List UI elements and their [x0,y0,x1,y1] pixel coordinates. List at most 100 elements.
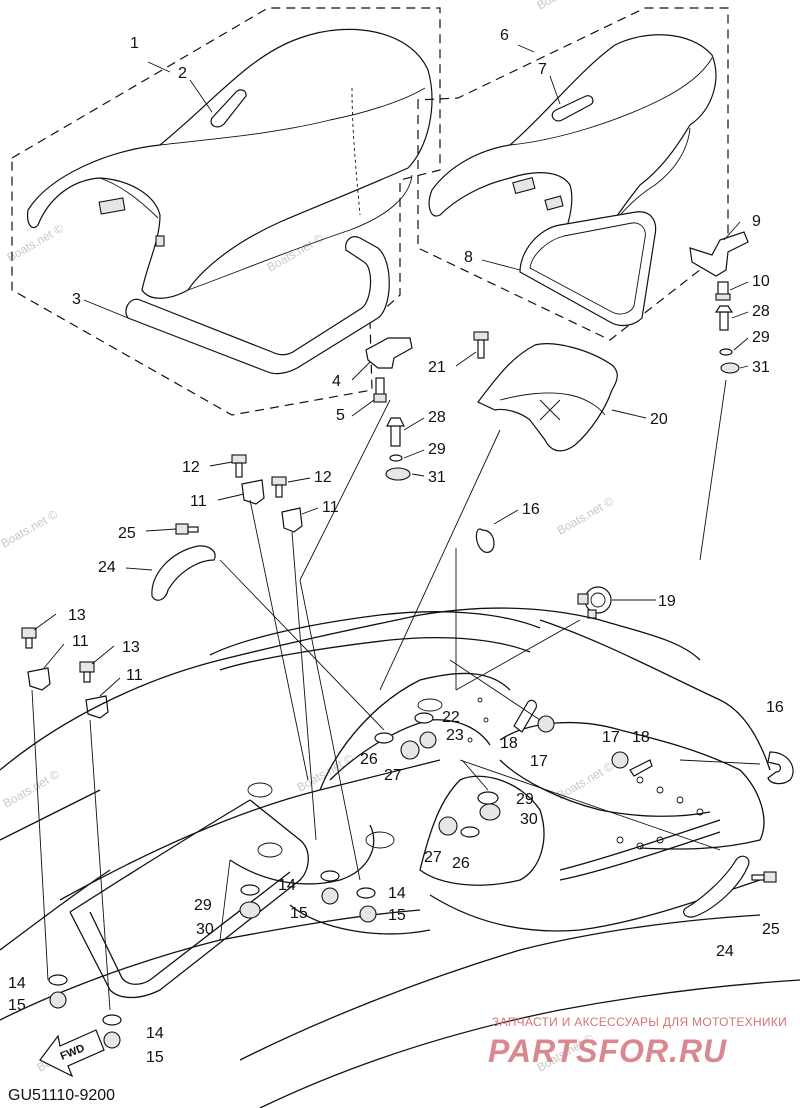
callout-21: 21 [428,359,446,376]
leader-lines [31,44,761,1011]
washer [102,1014,122,1026]
brand-tagline: ЗАПЧАСТИ И АКСЕССУАРЫ ДЛЯ МОТОТЕХНИКИ [492,1015,787,1029]
callout-18: 18 [500,735,518,752]
nut [359,905,377,923]
callout-11: 11 [190,493,207,510]
callout-14: 14 [388,885,406,902]
callout-16: 16 [766,699,784,716]
bracket-right [689,231,749,277]
callout-3: 3 [72,291,81,308]
callout-13: 13 [122,639,140,656]
callout-29: 29 [428,441,446,458]
callout-28: 28 [752,303,770,320]
callout-25: 25 [118,525,136,542]
washer [240,884,260,896]
nut [611,751,629,769]
callout-26: 26 [360,751,378,768]
callout-26: 26 [452,855,470,872]
damper [479,803,501,821]
damper [239,901,261,919]
nut [400,740,420,760]
washer [356,887,376,899]
bolt [175,523,199,535]
bolt [79,661,95,683]
callout-1: 1 [130,35,139,52]
callout-29: 29 [752,329,770,346]
clamp [241,479,265,505]
rear-seat-group [417,7,729,341]
front-seat [27,28,433,299]
drain-plug [577,586,612,619]
callout-11: 11 [322,499,339,516]
callout-29: 29 [516,791,534,808]
damper [720,362,740,374]
stud [386,417,405,447]
callout-31: 31 [752,359,770,376]
callout-31: 31 [428,469,446,486]
callout-30: 30 [196,921,214,938]
callout-27: 27 [424,849,442,866]
callout-30: 30 [520,811,538,828]
guard-plate [151,545,216,601]
callout-18: 18 [632,729,650,746]
callout-28: 28 [428,409,446,426]
callout-8: 8 [464,249,473,266]
callout-12: 12 [182,459,200,476]
watermark: Boats.net © [0,507,60,551]
callout-11: 11 [126,667,143,684]
callout-9: 9 [752,213,761,230]
washer [389,454,403,462]
rear-grab-handle [551,95,594,122]
rear-seat [428,34,717,271]
washer [414,712,434,724]
rear-seat-dashed-box [417,7,729,341]
nut [438,816,458,836]
bolt [473,331,489,359]
bolt [715,281,731,301]
fwd-arrow: FWD [39,1029,105,1078]
bolt [21,627,37,649]
rear-handle-bracket [477,343,618,452]
callout-4: 4 [332,373,341,390]
stay [513,699,537,733]
callout-17: 17 [530,753,548,770]
callout-10: 10 [752,273,770,290]
callout-20: 20 [650,411,668,428]
front-seat-group [11,7,441,416]
callout-2: 2 [178,65,187,82]
washer [320,870,340,882]
stud [714,305,734,331]
front-seat-dashed-box [11,7,441,416]
watermark: Boats.net © [555,494,617,538]
brand-logo-text: PARTSFOR.RU [488,1033,727,1069]
washer [374,732,394,744]
nut [537,715,555,733]
callout-15: 15 [146,1049,164,1066]
nut [419,731,437,749]
washer [719,348,733,356]
watermark: Boats.net © [535,0,597,13]
callout-16: 16 [522,501,540,518]
bolt [271,476,287,498]
callout-15: 15 [290,905,308,922]
callout-17: 17 [602,729,620,746]
callout-14: 14 [278,877,296,894]
rear-seat-frame [519,211,657,327]
callouts: 1 2 3 4 5 6 7 8 9 10 28 29 31 28 29 31 2… [8,27,784,1066]
callout-12: 12 [314,469,332,486]
bolt [751,871,777,883]
callout-27: 27 [384,767,402,784]
stay [629,759,653,777]
seat-frame [125,236,390,375]
watermark: Boats.net © [265,231,327,275]
washer [48,974,68,986]
callout-13: 13 [68,607,86,624]
damper [385,467,411,481]
callout-19: 19 [658,593,676,610]
washer [460,826,480,838]
guard-plate [683,855,750,918]
clip [767,751,794,785]
clamp [281,507,303,533]
callout-24: 24 [98,559,116,576]
